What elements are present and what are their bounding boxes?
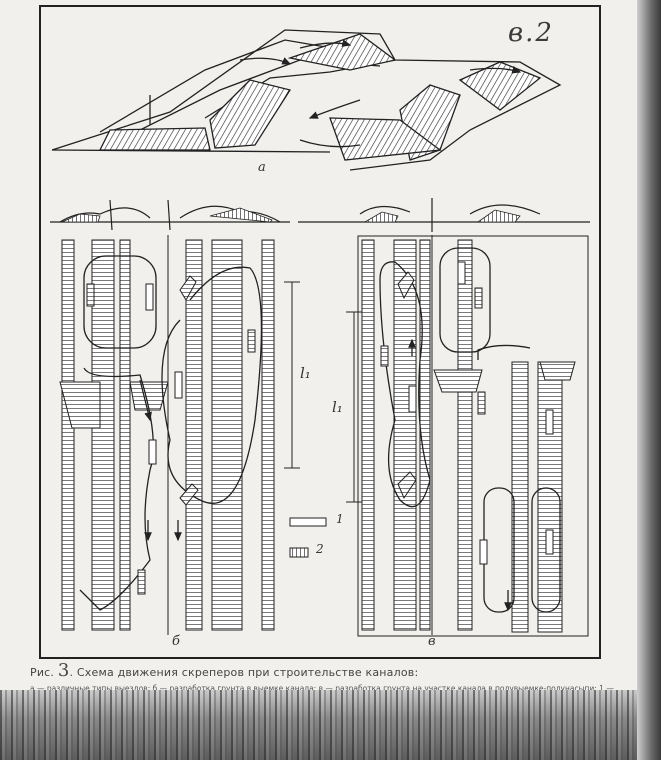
dimension-label-v: l₁ bbox=[332, 398, 343, 416]
caption-title-line: Рис. 3. Схема движения скреперов при стр… bbox=[30, 660, 419, 681]
panel-label-b: б bbox=[172, 634, 180, 649]
legend-symbols bbox=[289, 517, 327, 558]
legend-label-2: 2 bbox=[316, 542, 324, 556]
legend-hatched-scraper bbox=[289, 547, 309, 558]
legend-label-1: 1 bbox=[336, 512, 344, 526]
panel-a-perspective bbox=[51, 29, 562, 171]
dimension-label-b: l₁ bbox=[300, 364, 311, 382]
scan-noise-band bbox=[0, 690, 661, 760]
scan-dark-edge bbox=[637, 0, 661, 760]
panel-label-a: а bbox=[258, 160, 266, 175]
caption-title: Схема движения скреперов при строительст… bbox=[76, 666, 419, 679]
legend-outline-scraper bbox=[289, 517, 327, 527]
figure-frame bbox=[39, 5, 601, 659]
panel-b-plan bbox=[50, 199, 300, 635]
caption-prefix: Рис. bbox=[30, 666, 55, 679]
caption-number: 3 bbox=[57, 660, 70, 681]
handwritten-note: в.2 bbox=[508, 18, 554, 48]
panel-label-v: в bbox=[428, 634, 436, 649]
panel-v-plan bbox=[298, 198, 590, 637]
